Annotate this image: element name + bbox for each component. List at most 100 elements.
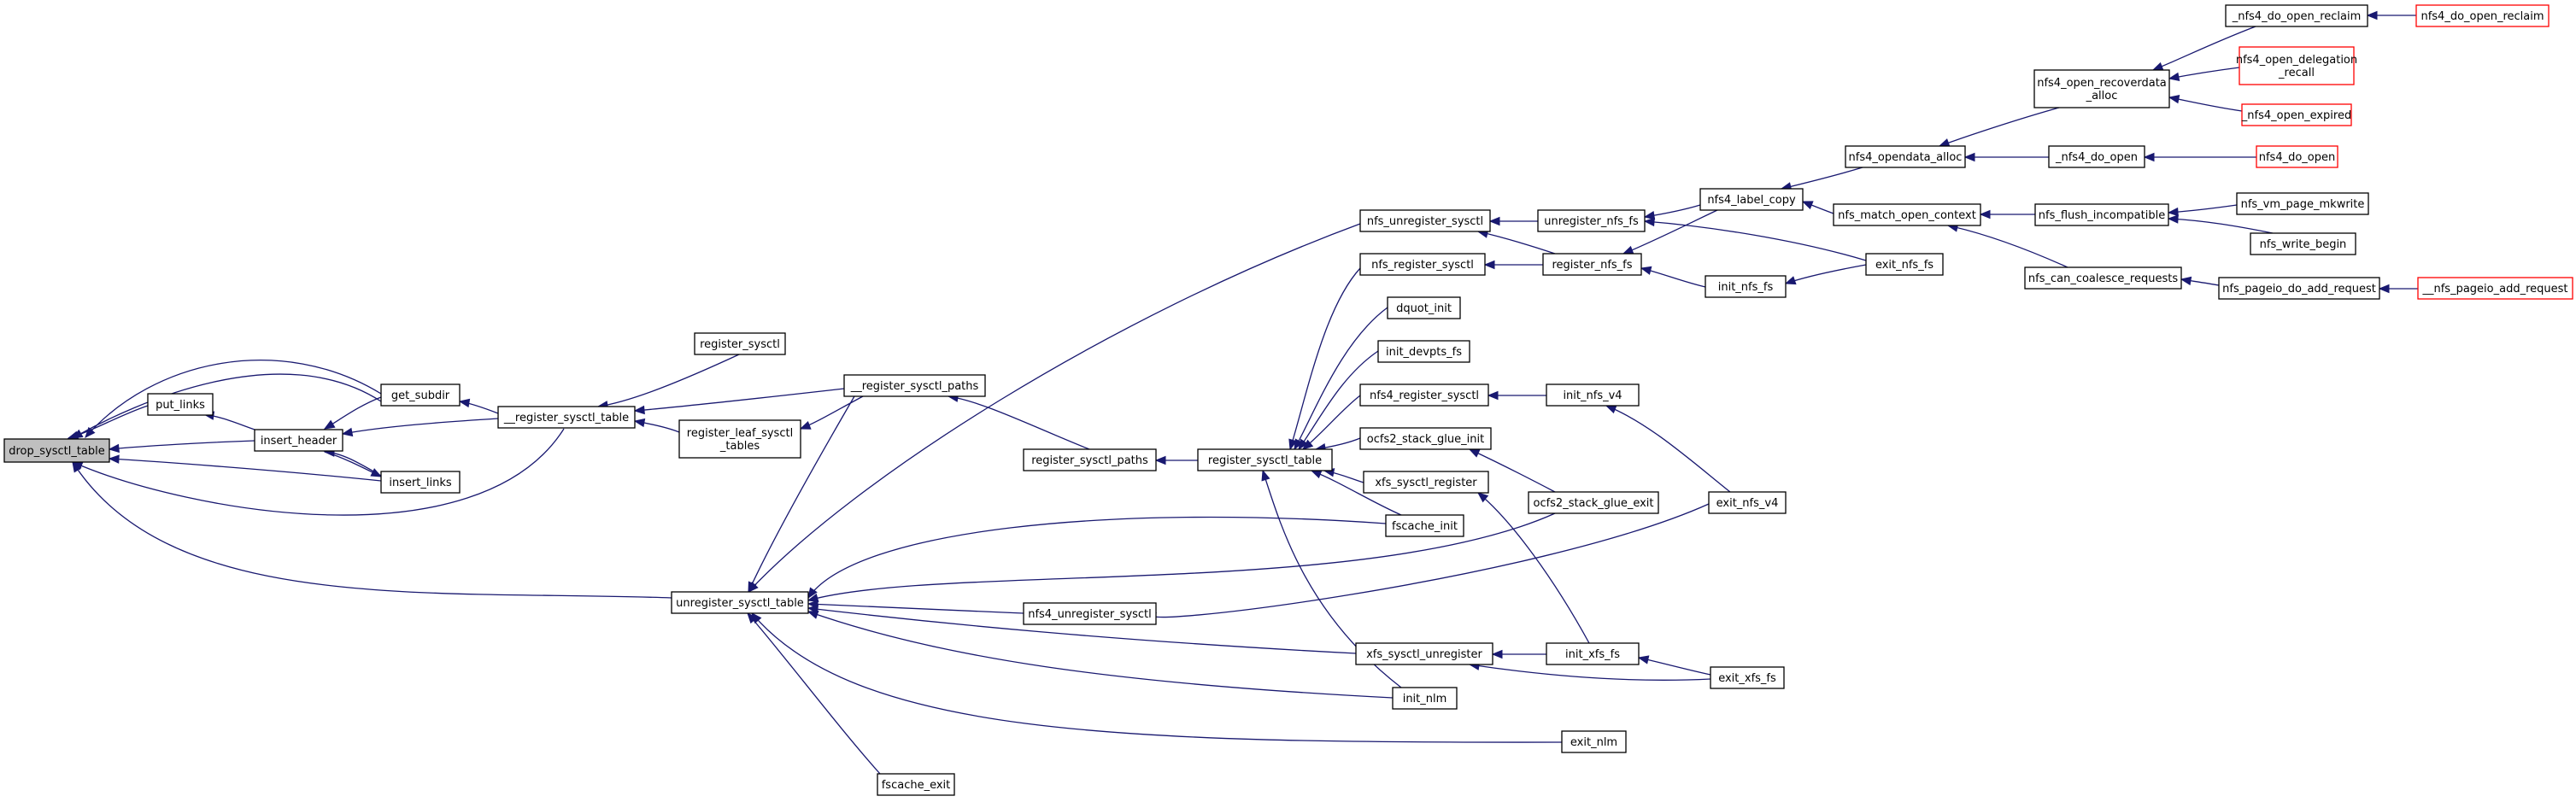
node-box [497,406,636,429]
node-box [2033,69,2170,108]
edge-init_nfs_fs-to-register_nfs_fs [1640,267,1706,288]
arrowhead-ocfs2_stack_glue_init [1468,448,1481,458]
node-insert-links[interactable]: insert_links [380,471,461,494]
node-nfs4-open-delegation-recall[interactable]: nfs4_open_delegation_recall [2236,46,2357,85]
node-fscache-init[interactable]: fscache_init [1385,514,1464,537]
arrowhead-nfs4_register_sysctl [1487,390,1499,401]
node-xfs-sysctl-unregister[interactable]: xfs_sysctl_unregister [1355,642,1493,665]
edge-nfs4_open_recoverdata_alloc-to-nfs4_opendata_alloc [1939,107,2060,147]
edge-xfs_sysctl_unregister-to-unregister_sysctl_table [807,607,1357,654]
node-box [147,393,214,416]
node-register-nfs-fs[interactable]: register_nfs_fs [1542,253,1642,276]
arrowhead-register_sysctl_paths [1154,455,1166,465]
node-drop[interactable]: drop_sysctl_table [3,438,110,463]
node-nfs-can-coalesce-requests[interactable]: nfs_can_coalesce_requests [2024,266,2182,290]
edge-init_xfs_fs-to-xfs_sysctl_register [1477,492,1590,644]
node-unregister-sysctl-table[interactable]: unregister_sysctl_table [671,591,809,614]
node-put-links[interactable]: put_links [147,393,214,416]
node-nfs4-register-sysctl[interactable]: nfs4_register_sysctl [1359,383,1489,407]
edge-__register_sysctl_table-to-drop [72,428,565,516]
node-box [2239,46,2355,85]
node-init-nfs-v4[interactable]: init_nfs_v4 [1546,383,1640,407]
arrowhead-nfs_match_open_context [1979,209,1991,220]
node-nfs4-do-open[interactable]: nfs4_do_open [2256,145,2338,168]
arrowhead-nfs_can_coalesce_requests [2180,276,2192,286]
node-nfs4-open-expired[interactable]: _nfs4_open_expired [2241,103,2352,126]
node-label: unregister_sysctl_table [676,597,804,610]
node-ocfs2-stack-glue-exit[interactable]: ocfs2_stack_glue_exit [1528,491,1659,514]
node-dquot-init[interactable]: dquot_init [1387,296,1461,319]
node-label: nfs_write_begin [2260,238,2347,251]
node-nfs4-do-open-reclaim[interactable]: _nfs4_do_open_reclaim [2225,4,2368,27]
arrowhead-nfs4_open_recoverdata_alloc [2168,94,2180,104]
node-xfs-sysctl-register[interactable]: xfs_sysctl_register [1363,471,1489,494]
node-box [1363,471,1489,494]
node-nfs4-do-open-reclaim[interactable]: nfs4_do_open_reclaim [2415,4,2550,27]
arrowhead-get_subdir [458,398,471,408]
edge-insert_links-to-drop [109,458,382,482]
arrowhead-insert_header [323,419,336,430]
node-box [1537,209,1646,232]
node-register-sysctl-table[interactable]: register_sysctl_table [1197,448,1333,471]
node-label: xfs_sysctl_register [1375,477,1477,489]
edge-nfs_vm_page_mkwrite-to-nfs_flush_incompatible [2168,204,2238,214]
node-init-devpts-fs[interactable]: init_devpts_fs [1377,340,1470,363]
node-label: __register_sysctl_paths [850,380,979,393]
node-exit-nlm[interactable]: exit_nlm [1561,730,1627,753]
node-init-nfs-fs[interactable]: init_nfs_fs [1705,275,1787,298]
arrowhead-register_leaf [799,420,812,430]
node-register-sysctl-table[interactable]: __register_sysctl_table [497,406,636,429]
edge-nfs_can_coalesce_requests-to-nfs_match_open_context [1947,225,2068,268]
arrowhead-register_nfs_fs [1640,266,1652,275]
edge-fscache_init-to-unregister_sysctl_table [807,516,1387,599]
node-nfs4-opendata-alloc[interactable]: nfs4_opendata_alloc [1845,145,1966,168]
node-nfs-register-sysctl[interactable]: nfs_register_sysctl [1359,253,1486,276]
node-nfs4-do-open[interactable]: _nfs4_do_open [2048,145,2145,168]
node-register-sysctl[interactable]: register_sysctl [694,332,786,355]
edge-exit_nfs_fs-to-unregister_nfs_fs [1644,220,1867,261]
node-label: register_nfs_fs [1552,259,1632,272]
node-fscache-exit[interactable]: fscache_exit [877,773,955,796]
edge-exit_xfs_fs-to-init_xfs_fs [1638,657,1711,676]
node-box [1865,253,1944,276]
node-exit-nfs-v4[interactable]: exit_nfs_v4 [1708,491,1787,514]
node-insert-header[interactable]: insert_header [254,429,343,452]
edge-__register_sysctl_paths-to-unregister_sysctl_table [748,395,855,593]
node-register-leaf[interactable]: register_leaf_sysctl_tables [678,419,801,459]
node-nfs-pageio-do-add-request[interactable]: nfs_pageio_do_add_request [2218,277,2380,300]
node-label: nfs_vm_page_mkwrite [2241,198,2365,211]
node-box [1833,203,1981,226]
node-exit-nfs-fs[interactable]: exit_nfs_fs [1865,253,1944,276]
node-nfs-unregister-sysctl[interactable]: nfs_unregister_sysctl [1359,209,1491,232]
edge-_nfs4_open_expired-to-nfs4_open_recoverdata_alloc [2168,97,2243,112]
node-box [678,419,801,459]
node-label: _nfs4_do_open [2055,151,2138,164]
node-box [1546,383,1640,407]
node-get-subdir[interactable]: get_subdir [380,383,461,407]
node-nfs-flush-incompatible[interactable]: nfs_flush_incompatible [2034,203,2169,226]
node-exit-xfs-fs[interactable]: exit_xfs_fs [1710,666,1785,689]
node-label: nfs4_label_copy [1707,194,1796,207]
node-register-sysctl-paths[interactable]: __register_sysctl_paths [843,374,986,397]
node-box [2241,103,2352,126]
node-unregister-nfs-fs[interactable]: unregister_nfs_fs [1537,209,1646,232]
node-init-nlm[interactable]: init_nlm [1392,687,1458,710]
node-label: init_xfs_fs [1565,648,1620,661]
node-nfs4-open-recoverdata-alloc[interactable]: nfs4_open_recoverdata_alloc [2033,69,2170,108]
node-nfs-pageio-add-request[interactable]: __nfs_pageio_add_request [2417,277,2573,300]
arrowhead-nfs_pageio_do_add_request [2378,284,2390,294]
node-nfs-match-open-context[interactable]: nfs_match_open_context [1833,203,1981,226]
node-label: insert_links [389,477,452,489]
node-nfs4-label-copy[interactable]: nfs4_label_copy [1699,188,1804,211]
node-nfs4-unregister-sysctl[interactable]: nfs4_unregister_sysctl [1023,602,1157,625]
node-label: __register_sysctl_table [503,412,629,424]
node-nfs-write-begin[interactable]: nfs_write_begin [2250,232,2356,255]
node-box [1385,514,1464,537]
node-nfs-vm-page-mkwrite[interactable]: nfs_vm_page_mkwrite [2236,192,2369,215]
node-label: nfs_flush_incompatible [2039,209,2165,222]
node-register-sysctl-paths[interactable]: register_sysctl_paths [1023,448,1157,471]
node-ocfs2-stack-glue-init[interactable]: ocfs2_stack_glue_init [1359,427,1492,450]
node-init-xfs-fs[interactable]: init_xfs_fs [1546,642,1640,665]
node-label: exit_nfs_fs [1875,259,1933,272]
node-box [2256,145,2338,168]
